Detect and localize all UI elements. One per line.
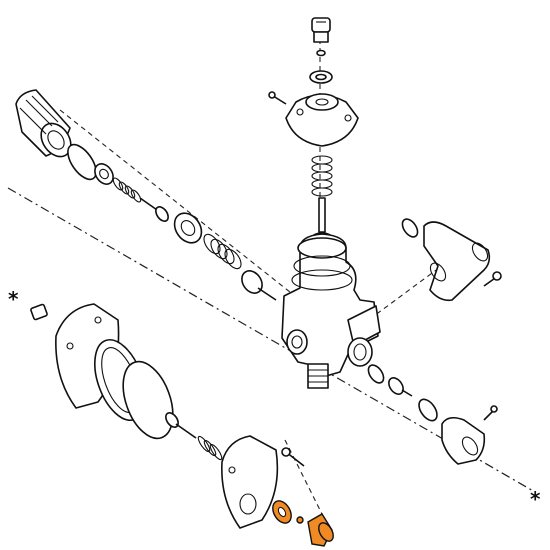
right-adapter bbox=[388, 377, 413, 397]
right-o-ring-top bbox=[401, 218, 419, 238]
inlet-spring bbox=[112, 177, 142, 203]
highlighted-o-ring bbox=[296, 516, 304, 524]
right-o-ring-low bbox=[418, 398, 438, 422]
right-small-screw bbox=[483, 405, 498, 421]
threaded-outlet bbox=[307, 363, 329, 389]
cover-screw bbox=[268, 91, 287, 105]
right-elbow-fitting bbox=[423, 221, 491, 302]
lower-cover bbox=[221, 435, 279, 529]
top-cover bbox=[285, 93, 359, 147]
main-valve-body bbox=[281, 233, 381, 377]
top-spring bbox=[311, 155, 333, 197]
inlet-nut bbox=[94, 163, 114, 185]
axis-marker-right: * bbox=[530, 487, 541, 511]
right-o-ring-mid bbox=[367, 364, 385, 384]
right-screw bbox=[483, 271, 502, 287]
highlighted-fitting bbox=[307, 513, 334, 547]
inlet-fitting bbox=[15, 89, 72, 158]
diaphragm-stem bbox=[165, 412, 197, 439]
diaphragm-spring bbox=[197, 435, 223, 461]
left-axis-line bbox=[59, 109, 301, 301]
right-union-fitting bbox=[441, 416, 486, 465]
main-axis-line bbox=[7, 187, 536, 493]
axis-marker-left: * bbox=[8, 287, 19, 311]
top-plug bbox=[311, 17, 331, 43]
inlet-bellows bbox=[203, 233, 242, 270]
lower-cover-screw bbox=[281, 447, 305, 467]
diaphragm-disc bbox=[122, 360, 174, 440]
highlighted-washer bbox=[272, 500, 292, 524]
inlet-o-ring bbox=[67, 143, 97, 181]
inlet-seat bbox=[173, 212, 203, 244]
top-washer bbox=[309, 70, 333, 84]
small-o-ring-top bbox=[316, 49, 326, 57]
inlet-plunger bbox=[241, 270, 277, 301]
inlet-pin bbox=[139, 197, 169, 222]
